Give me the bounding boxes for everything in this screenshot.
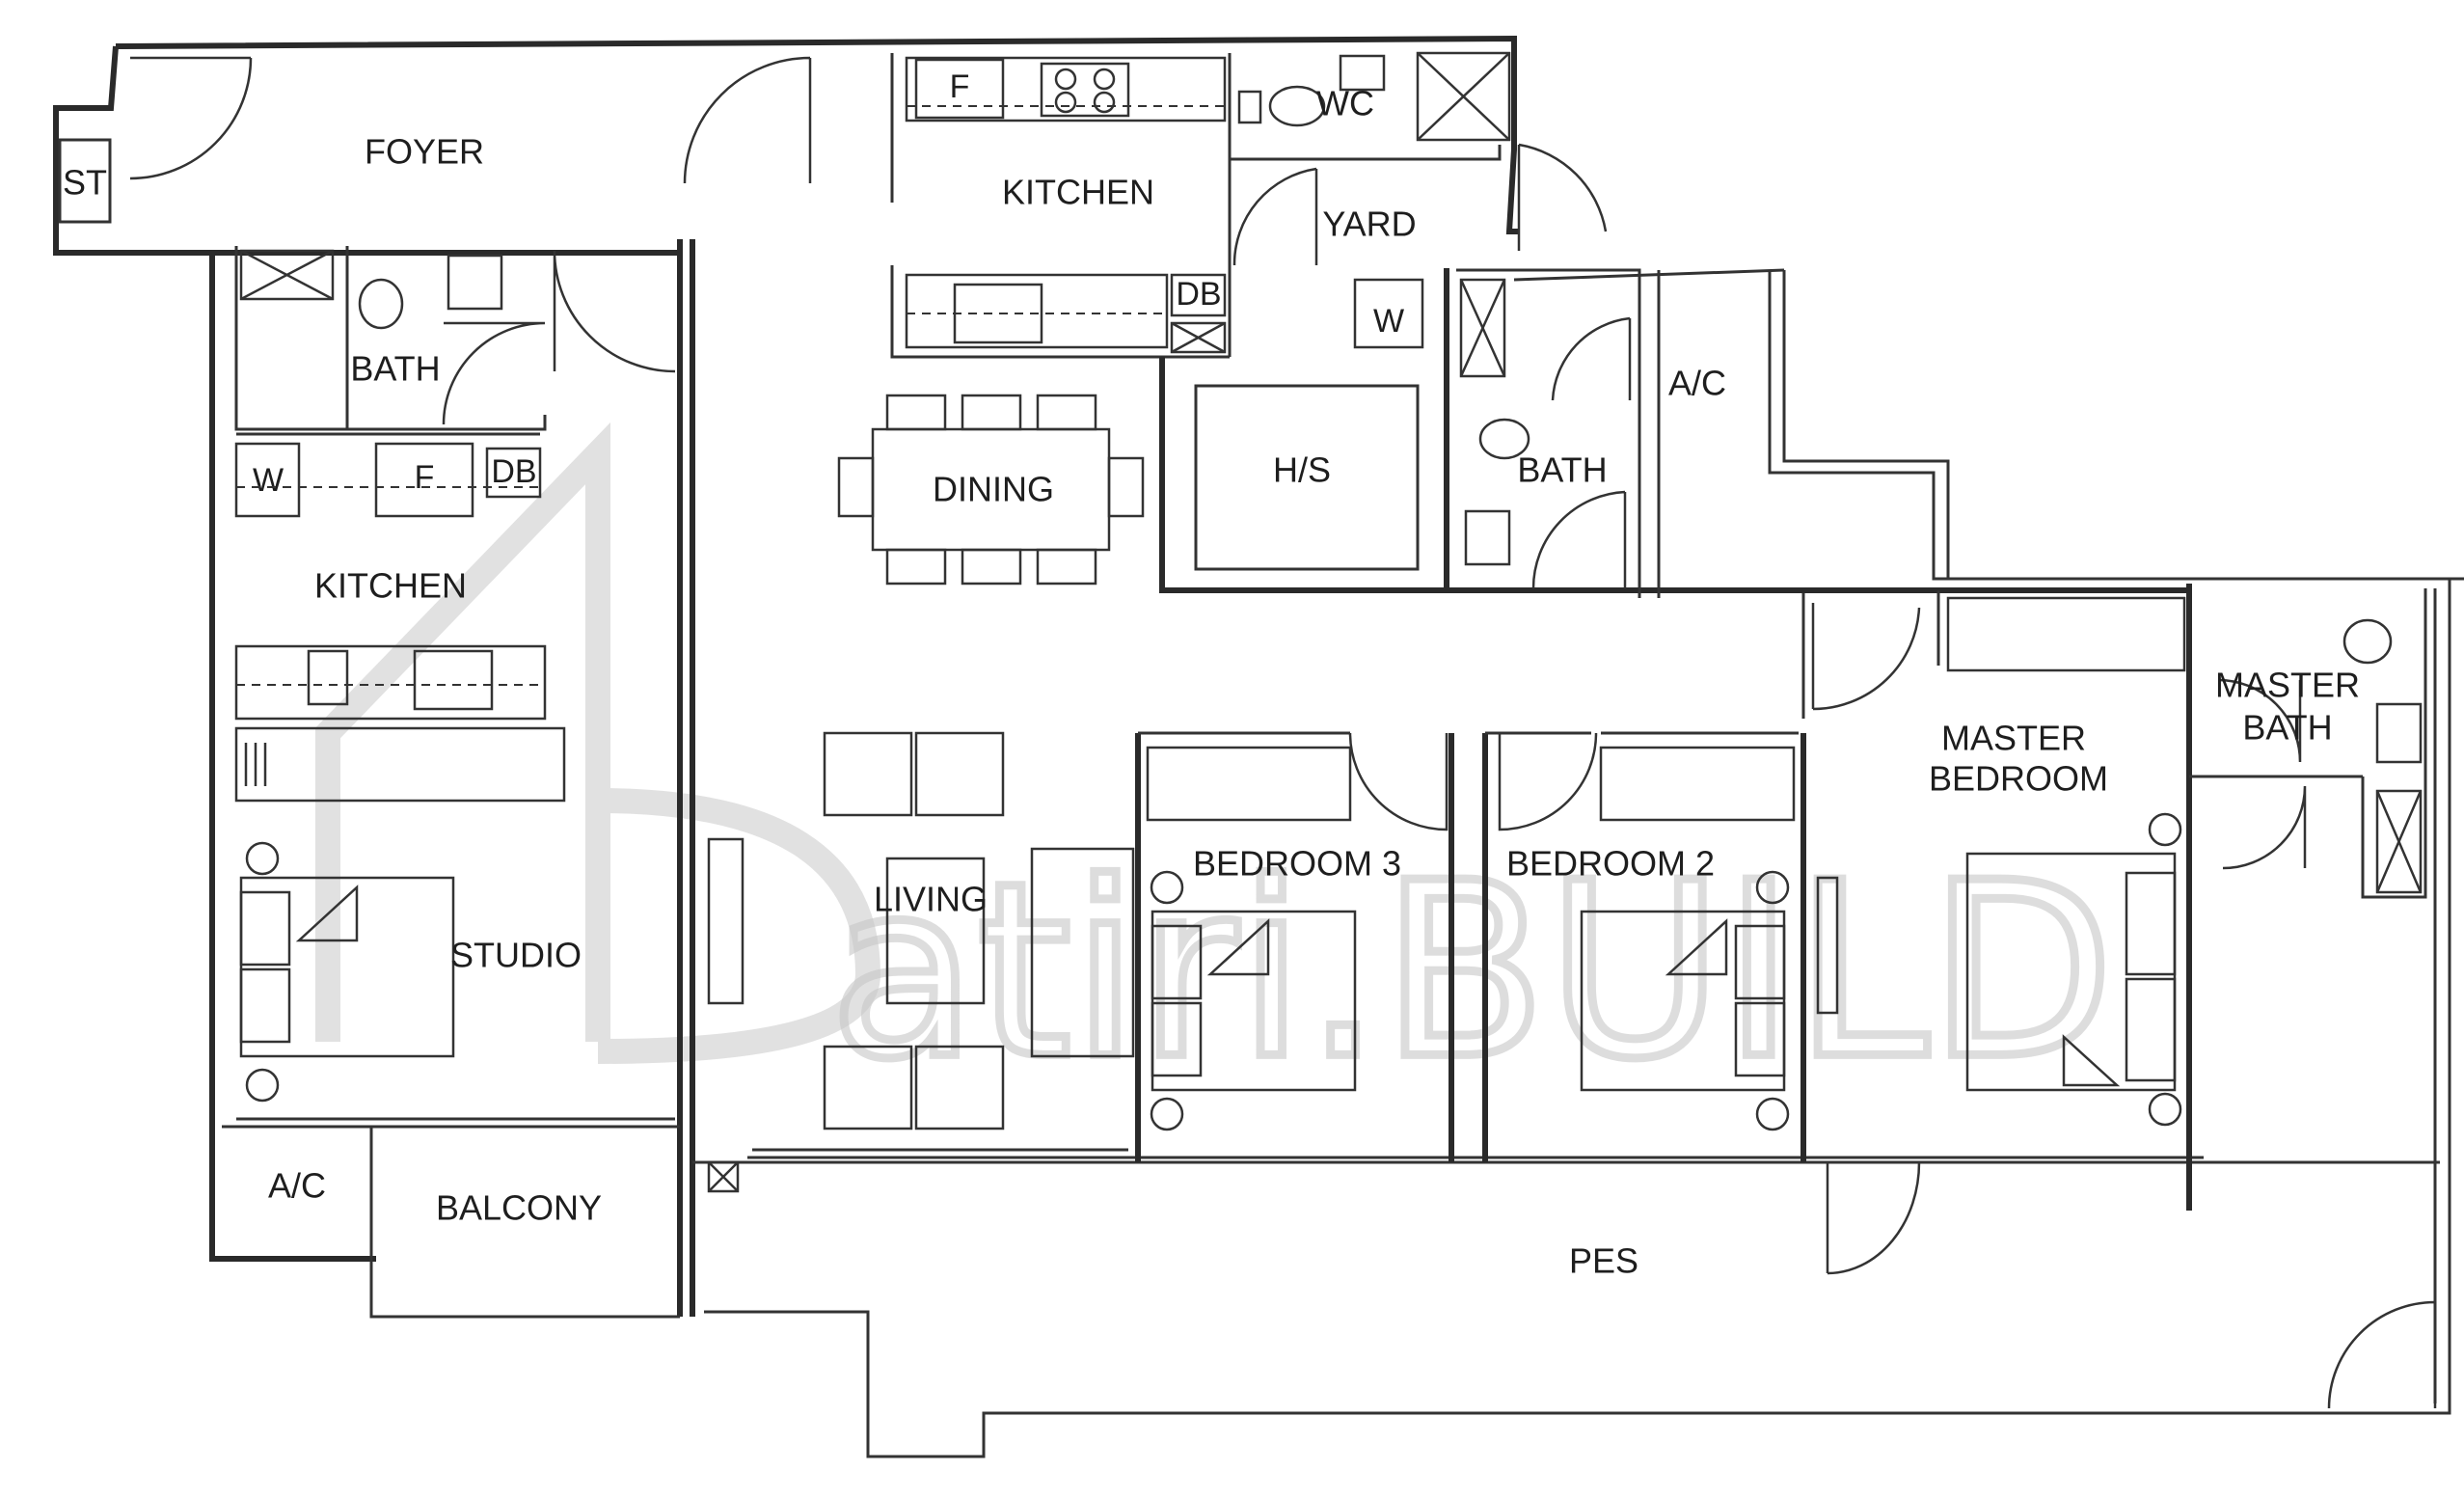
watermark-logo-shape [315, 422, 881, 1064]
household-shelter-wall [1194, 384, 1420, 571]
room-label-bath-common: BATH [1517, 450, 1607, 490]
db-studio-label: DB [491, 453, 536, 490]
fridge-studio-label: F [415, 459, 435, 496]
room-label-wc: WC [1316, 84, 1374, 123]
store-box [58, 138, 112, 224]
bath-common-door-2 [1531, 490, 1627, 589]
foyer-entry-door [129, 56, 253, 180]
watermark: atiri.BUILD [315, 422, 2119, 1116]
room-label-pes: PES [1569, 1241, 1638, 1281]
room-label-ac-left: A/C [268, 1166, 326, 1206]
room-labels: ST FOYER KITCHEN WC YARD H/S DINING BATH… [63, 84, 2360, 1281]
washer-label: W [253, 462, 284, 499]
room-label-master-bedroom-line2: BEDROOM [1929, 759, 2108, 799]
foyer-door-right [683, 56, 812, 184]
room-label-yard: YARD [1322, 204, 1416, 244]
fridge-label: F [950, 68, 970, 105]
room-label-master-bedroom-line1: MASTER [1941, 719, 2086, 758]
studio-door [553, 250, 676, 373]
bath-common-door [1551, 316, 1632, 401]
bedroom3-door [1348, 732, 1449, 831]
master-bath-door [2217, 678, 2302, 763]
room-label-household-shelter: H/S [1273, 450, 1331, 490]
room-label-kitchen-studio: KITCHEN [314, 566, 467, 606]
master-bath-door-2 [2222, 785, 2307, 870]
room-label-kitchen-main: KITCHEN [1002, 173, 1154, 212]
watermark-text: atiri.BUILD [829, 831, 2114, 1111]
washer-yard-label: W [1373, 303, 1404, 340]
db-main-label: DB [1176, 276, 1221, 313]
room-label-foyer: FOYER [365, 132, 484, 172]
master-entry-door [1811, 603, 1921, 711]
interior-walls [212, 53, 2427, 1211]
room-label-balcony: BALCONY [436, 1188, 602, 1228]
room-label-ac-right: A/C [1668, 364, 1726, 403]
studio-bath-door [442, 321, 546, 425]
room-label-living: LIVING [874, 880, 988, 919]
kitchen-door [1232, 167, 1318, 266]
room-label-bath-studio: BATH [350, 349, 440, 389]
fixtures: F DB W [234, 51, 2423, 1193]
exterior-walls [53, 35, 2464, 1458]
room-label-studio: STUDIO [450, 936, 582, 975]
doors [129, 56, 2437, 1409]
yard-door [1517, 143, 1608, 251]
room-label-bedroom3: BEDROOM 3 [1193, 844, 1401, 884]
room-label-master-bath-line1: MASTER [2215, 666, 2360, 705]
room-label-store: ST [63, 163, 107, 203]
room-label-dining: DINING [933, 470, 1054, 509]
pes-door-left [1826, 1161, 1921, 1275]
room-label-master-bath-line2: BATH [2242, 708, 2332, 748]
pes-door-right [2327, 1300, 2437, 1409]
bedroom2-door [1498, 732, 1598, 831]
room-label-bedroom2: BEDROOM 2 [1506, 844, 1715, 884]
